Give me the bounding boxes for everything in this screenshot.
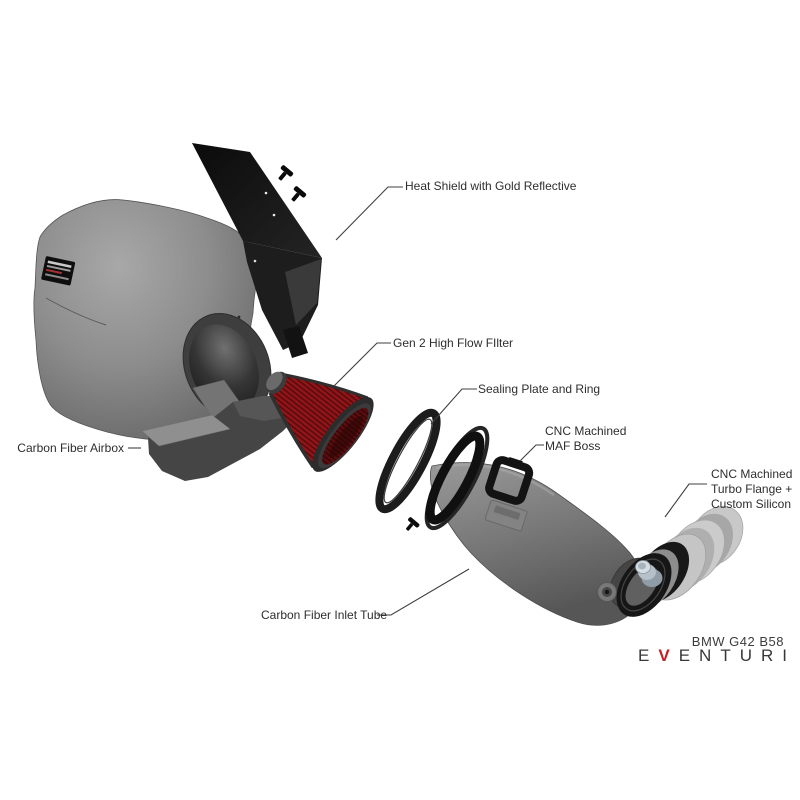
label-turbo-line2: Turbo Flange + [711, 482, 793, 496]
label-inlet-tube: Carbon Fiber Inlet Tube [261, 608, 388, 622]
heat-shield-part [192, 143, 322, 358]
flange-ring-highlight [620, 558, 666, 612]
brand-letters-post: ENTURI [678, 646, 796, 665]
airbox-part [33, 199, 272, 441]
label-maf: CNC Machined MAF Boss [545, 424, 626, 454]
leader-turbo [664, 483, 707, 518]
tube-port-boss [597, 582, 617, 602]
turbo-flange-part [616, 505, 744, 617]
label-maf-line2: MAF Boss [545, 439, 601, 453]
sealing-ring-sheen [383, 418, 433, 504]
shield-hole [253, 259, 257, 263]
flange-fitting [635, 560, 663, 587]
sealing-ring [375, 408, 441, 514]
label-sealing: Sealing Plate and Ring [478, 382, 601, 396]
rim-rivet [237, 315, 241, 319]
maf-boss-clamp [485, 456, 534, 505]
shield-hole [264, 191, 268, 195]
leader-sealing [430, 388, 477, 425]
shield-hole [272, 213, 276, 217]
filter-part [266, 371, 374, 472]
sealing-plate [425, 431, 485, 525]
duct-lip [141, 414, 231, 447]
model-designation: BMW G42 B58 [691, 634, 784, 649]
inlet-tube-body [429, 462, 644, 626]
filter-edge-seal [268, 392, 315, 469]
label-turbo-line1: CNC Machined [711, 467, 793, 481]
heat-shield-facet [285, 259, 321, 325]
label-airbox: Carbon Fiber Airbox [17, 441, 124, 455]
leader-inlet-tube [377, 568, 470, 616]
heat-shield-tail [283, 326, 308, 358]
brand-red-v: V [658, 646, 679, 665]
label-turbo: CNC Machined Turbo Flange + Custom Silic… [711, 467, 792, 512]
sealing-screw [406, 517, 420, 531]
tube-recess-pad [484, 499, 528, 532]
label-filter: Gen 2 High Flow FIlter [393, 336, 514, 350]
label-maf-line1: CNC Machined [545, 424, 627, 438]
leader-maf [519, 444, 544, 462]
brand-letter-pre: E [638, 646, 659, 665]
label-turbo-line3: Custom Silicon [711, 497, 792, 511]
leader-filter [333, 342, 391, 387]
filter-edge-seal [283, 373, 369, 400]
shield-screw [278, 165, 294, 181]
filter-tip-cap [266, 371, 283, 391]
brand-logo: EVENTURI [638, 646, 796, 666]
airbox-seam [45, 297, 107, 326]
leader-lines [128, 186, 707, 616]
shield-screw [291, 186, 307, 202]
heat-shield-plate [192, 143, 322, 258]
label-heat-shield: Heat Shield with Gold Reflective [405, 179, 577, 193]
airbox-sticker [41, 256, 76, 286]
filter-mouth-depth [329, 416, 363, 458]
sealing-plate-and-ring-part [375, 408, 490, 531]
leader-heat-shield [335, 186, 403, 241]
